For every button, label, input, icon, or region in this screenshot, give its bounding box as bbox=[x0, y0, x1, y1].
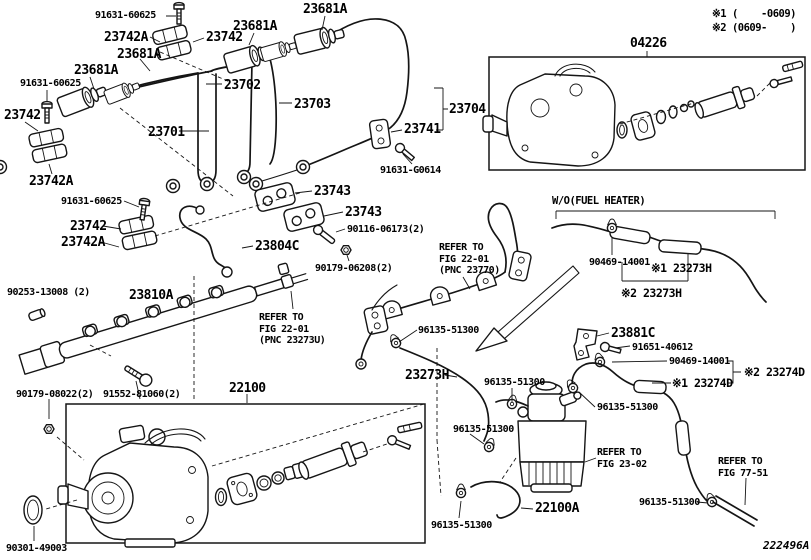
part-label-96135-51300: 96135-51300 bbox=[639, 497, 700, 508]
part-label-90253-13008: 90253-13008 (2) bbox=[7, 287, 90, 298]
part-label-04226: 04226 bbox=[630, 36, 667, 51]
construction-lines bbox=[45, 51, 772, 510]
part-label-90179-08022: 90179-08022(2) bbox=[16, 389, 94, 400]
refer-note-fig-22-01-pnc-23273U: REFER TO FIG 22-01 (PNC 23273U) bbox=[259, 312, 326, 346]
oring-90301 bbox=[23, 495, 43, 525]
part-label-23273H: 23273H bbox=[405, 368, 449, 383]
part-label-91631-60625: 91631-60625 bbox=[20, 78, 81, 89]
part-label-23743: 23743 bbox=[345, 205, 382, 220]
part-label-23742A: 23742A bbox=[29, 174, 73, 189]
part-label-90301-49003: 90301-49003 bbox=[6, 543, 67, 554]
part-label-23702: 23702 bbox=[224, 78, 261, 93]
leak-pipe-group bbox=[355, 202, 532, 370]
hose-23274-group bbox=[571, 362, 758, 527]
part-label-96135-51300: 96135-51300 bbox=[453, 424, 514, 435]
part-label-96135-51300: 96135-51300 bbox=[418, 325, 479, 336]
fuel-filter-group bbox=[495, 377, 587, 493]
part-label-23273H-var1: ※1 23273H bbox=[651, 261, 712, 275]
part-label-23742A: 23742A bbox=[104, 30, 148, 45]
refer-note-fig-77-51: REFER TO FIG 77-51 bbox=[718, 456, 768, 479]
part-label-91631-G0614: 91631-G0614 bbox=[380, 165, 441, 176]
part-label-23810A: 23810A bbox=[129, 288, 173, 303]
part-label-23742: 23742 bbox=[70, 219, 107, 234]
pump-box-04226 bbox=[482, 56, 806, 171]
part-label-23703: 23703 bbox=[294, 97, 331, 112]
part-label-23741: 23741 bbox=[404, 122, 441, 137]
part-label-96135-51300: 96135-51300 bbox=[597, 402, 658, 413]
part-label-22100: 22100 bbox=[229, 381, 266, 396]
part-label-23273H-var2: ※2 23273H bbox=[621, 286, 682, 300]
part-label-23681A: 23681A bbox=[74, 63, 118, 78]
part-label-23274D-var1: ※1 23274D bbox=[672, 376, 733, 390]
revision-note-2: ※2 (0609- ) bbox=[712, 22, 796, 34]
part-label-90116-06173: 90116-06173(2) bbox=[347, 224, 425, 235]
refer-note-fig-23-02: REFER TO FIG 23-02 bbox=[597, 447, 647, 470]
part-label-91651-40612: 91651-40612 bbox=[632, 342, 693, 353]
part-label-23743: 23743 bbox=[314, 184, 351, 199]
part-label-23681A: 23681A bbox=[303, 2, 347, 17]
part-label-91631-60625: 91631-60625 bbox=[61, 196, 122, 207]
fuel-rail-group bbox=[18, 262, 309, 434]
part-label-23681A: 23681A bbox=[117, 47, 161, 62]
part-label-96135-51300: 96135-51300 bbox=[431, 520, 492, 531]
part-label-90469-14001: 90469-14001 bbox=[589, 257, 650, 268]
direction-arrow bbox=[475, 265, 580, 352]
part-label-96135-51300: 96135-51300 bbox=[484, 377, 545, 388]
part-label-22100A: 22100A bbox=[535, 501, 579, 516]
injection-pipes-group bbox=[0, 1, 416, 278]
hose-22100A-group bbox=[455, 480, 521, 519]
heater-hose-group bbox=[551, 210, 776, 303]
part-label-90469-14001: 90469-14001 bbox=[669, 356, 730, 367]
drawing-number: 222496A bbox=[763, 539, 810, 552]
part-label-23274D-var2: ※2 23274D bbox=[744, 365, 805, 379]
hose-23273-group bbox=[387, 332, 498, 454]
part-label-23681A: 23681A bbox=[233, 19, 277, 34]
part-label-90179-06208: 90179-06208(2) bbox=[315, 263, 393, 274]
part-label-23881C: 23881C bbox=[611, 326, 655, 341]
leader-lines bbox=[24, 15, 747, 541]
part-label-23742: 23742 bbox=[206, 30, 243, 45]
revision-note-1: ※1 ( -0609) bbox=[712, 8, 796, 20]
part-label-23742: 23742 bbox=[4, 108, 41, 123]
refer-note-fig-22-01-pnc-23770: REFER TO FIG 22-01 (PNC 23770) bbox=[439, 242, 500, 276]
part-label-23701: 23701 bbox=[148, 125, 185, 140]
pump-box-22100 bbox=[57, 403, 426, 548]
part-label-23804C: 23804C bbox=[255, 239, 299, 254]
part-label-91552-81060: 91552-81060(2) bbox=[103, 389, 181, 400]
bracket-23881-group bbox=[573, 328, 622, 369]
condition-note-wo-fuel-heater: W/O(FUEL HEATER) bbox=[552, 195, 646, 207]
part-label-23742A: 23742A bbox=[61, 235, 105, 250]
part-label-23704: 23704 bbox=[449, 102, 486, 117]
part-label-91631-60625: 91631-60625 bbox=[95, 10, 156, 21]
